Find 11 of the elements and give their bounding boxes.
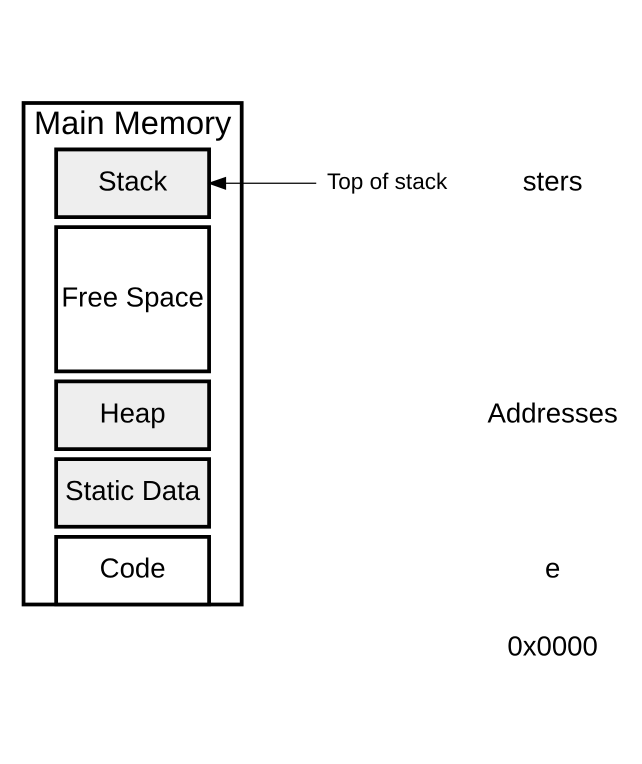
label: Addresses: [487, 397, 618, 428]
node-box: Stack: [54, 148, 211, 220]
arrow: [207, 176, 316, 190]
node-box: Static Data: [54, 457, 211, 529]
label: sters: [522, 165, 583, 196]
label: e: [544, 552, 560, 584]
label: 0x0000: [507, 630, 598, 662]
node-box: Heap: [54, 380, 211, 451]
node-box: Code: [54, 534, 211, 606]
node-box: Free Space: [54, 225, 211, 374]
node-text: Top of stack: [326, 168, 448, 194]
